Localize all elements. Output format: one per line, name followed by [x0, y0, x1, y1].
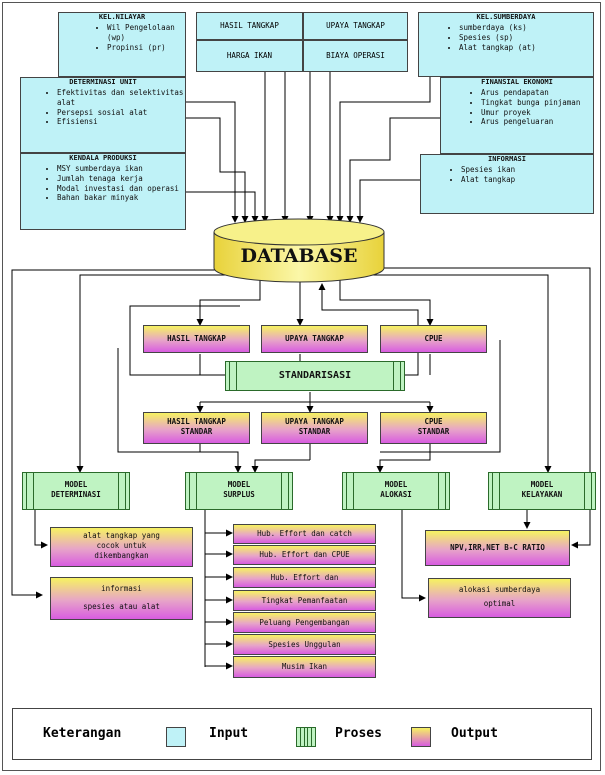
input-item: Alat tangkap	[461, 175, 593, 185]
output-cpue: CPUE	[380, 325, 487, 353]
output-surplus-6: Spesies Unggulan	[233, 634, 376, 655]
output-hasil-tangkap-standar: HASIL TANGKAP STANDAR	[143, 412, 250, 444]
output-label: informasi	[101, 584, 142, 593]
output-surplus-2: Hub. Effort dan CPUE	[233, 545, 376, 565]
model-label: SURPLUS	[223, 489, 255, 499]
output-surplus-4: Tingkat Pemanfaatan	[233, 590, 376, 611]
output-label: spesies atau alat	[83, 601, 160, 611]
output-label: dikembangkan	[94, 550, 149, 560]
model-label: MODEL	[64, 480, 88, 489]
process-model-kelayakan: MODEL KELAYAKAN	[488, 472, 596, 510]
input-item: Arus pengeluaran	[481, 117, 593, 127]
input-item: Persepsi sosial alat	[57, 108, 185, 118]
legend: Keterangan Input Proses Output	[12, 708, 592, 760]
input-item: sumberdaya (ks)	[459, 23, 593, 33]
input-biaya-operasi: BIAYA OPERASI	[303, 40, 408, 72]
input-kendala-produksi: KENDALA PRODUKSI MSY sumberdaya ikan Jum…	[20, 153, 186, 230]
input-determinasi-unit: DETERMINASI UNIT Efektivitas dan selekti…	[20, 77, 186, 153]
input-kel-sumberdaya: KEL.SUMBERDAYA sumberdaya (ks) Spesies (…	[418, 12, 594, 77]
output-alokasi-optimal: alokasi sumberdaya optimal	[428, 578, 571, 618]
model-label: KELAYAKAN	[521, 489, 563, 499]
model-label: MODEL	[384, 480, 408, 489]
output-label: STANDAR	[298, 426, 331, 436]
input-hasil-tangkap: HASIL TANGKAP	[196, 12, 303, 40]
output-surplus-3: Hub. Effort dan	[233, 567, 376, 588]
process-standarisasi: STANDARISASI	[225, 361, 405, 391]
input-item: Arus pendapatan	[481, 88, 593, 98]
output-informasi-spesies: informasi spesies atau alat	[50, 577, 193, 620]
input-upaya-tangkap: UPAYA TANGKAP	[303, 12, 408, 40]
input-item: Tingkat bunga pinjaman	[481, 98, 593, 108]
input-item: Efektivitas dan selektivitas alat	[57, 88, 185, 108]
output-surplus-1: Hub. Effort dan catch	[233, 524, 376, 544]
input-item: Spesies (sp)	[459, 33, 593, 43]
input-item: Umur proyek	[481, 108, 593, 118]
process-model-surplus: MODEL SURPLUS	[185, 472, 293, 510]
output-label: optimal	[483, 598, 516, 608]
input-item: MSY sumberdaya ikan	[57, 164, 185, 174]
input-item: Efisiensi	[57, 117, 185, 127]
input-title: KEL.NILAYAR	[98, 13, 146, 21]
legend-title: Keterangan	[43, 726, 122, 741]
output-upaya-tangkap: UPAYA TANGKAP	[261, 325, 368, 353]
input-title: INFORMASI	[488, 155, 526, 163]
output-upaya-tangkap-standar: UPAYA TANGKAP STANDAR	[261, 412, 368, 444]
model-label: ALOKASI	[380, 489, 412, 499]
input-informasi: INFORMASI Spesies ikan Alat tangkap	[420, 154, 594, 214]
process-model-alokasi: MODEL ALOKASI	[342, 472, 450, 510]
input-item: Bahan bakar minyak	[57, 193, 185, 203]
output-label: UPAYA TANGKAP	[285, 417, 344, 426]
output-alat-tangkap-cocok: alat tangkap yang cocok untuk dikembangk…	[50, 527, 193, 567]
input-title: KEL.SUMBERDAYA	[476, 13, 536, 21]
output-label: alokasi sumberdaya	[458, 585, 541, 594]
output-npv-irr: NPV,IRR,NET B-C RATIO	[425, 530, 570, 566]
model-label: MODEL	[530, 480, 554, 489]
output-surplus-7: Musim Ikan	[233, 656, 376, 678]
legend-output-label: Output	[451, 726, 498, 741]
legend-input-swatch	[166, 727, 186, 747]
legend-output-swatch	[411, 727, 431, 747]
output-label: cocok untuk	[96, 540, 147, 550]
input-item: Jumlah tenaga kerja	[57, 174, 185, 184]
legend-proses-swatch	[296, 727, 316, 747]
input-harga-ikan: HARGA IKAN	[196, 40, 303, 72]
legend-proses-label: Proses	[335, 726, 382, 741]
process-model-determinasi: MODEL DETERMINASI	[22, 472, 130, 510]
output-label: alat tangkap yang	[83, 531, 160, 540]
output-cpue-standar: CPUE STANDAR	[380, 412, 487, 444]
input-kel-nilayar: KEL.NILAYAR Wil Pengelolaan (wp) Propins…	[58, 12, 186, 77]
legend-input-label: Input	[209, 726, 249, 741]
input-title: KENDALA PRODUKSI	[69, 154, 137, 162]
input-item: Alat tangkap (at)	[459, 43, 593, 53]
output-label: CPUE	[424, 417, 443, 426]
input-title: DETERMINASI UNIT	[69, 78, 137, 86]
output-surplus-5: Peluang Pengembangan	[233, 612, 376, 633]
output-label: HASIL TANGKAP	[167, 417, 226, 426]
input-title: FINANSIAL EKONOMI	[481, 78, 553, 86]
input-item: Spesies ikan	[461, 165, 593, 175]
input-item: Modal investasi dan operasi	[57, 184, 185, 194]
output-hasil-tangkap: HASIL TANGKAP	[143, 325, 250, 353]
output-label: STANDAR	[417, 426, 450, 436]
input-item: Wil Pengelolaan (wp)	[107, 23, 185, 43]
model-label: MODEL	[227, 480, 251, 489]
input-item: Propinsi (pr)	[107, 43, 185, 53]
model-label: DETERMINASI	[51, 489, 101, 499]
output-label: STANDAR	[180, 426, 213, 436]
input-finansial-ekonomi: FINANSIAL EKONOMI Arus pendapatan Tingka…	[440, 77, 594, 154]
